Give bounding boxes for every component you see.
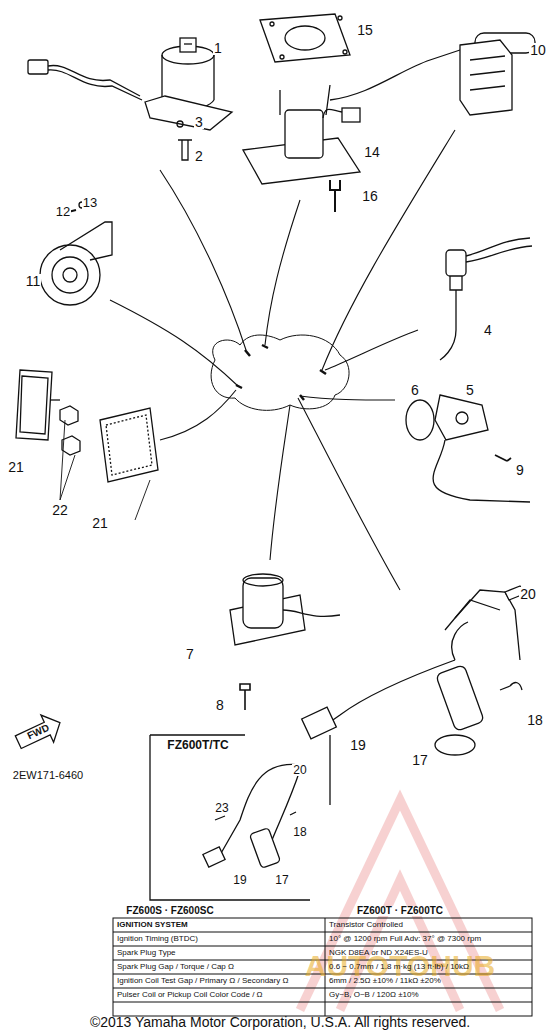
spec-table bbox=[113, 918, 532, 1016]
callout-number: 9 bbox=[515, 463, 525, 477]
table-cell: IGNITION SYSTEM bbox=[117, 921, 188, 929]
leader-lines bbox=[110, 130, 455, 590]
diagram-label: FZ600S · FZ600SC bbox=[125, 906, 214, 916]
callout-number: 20 bbox=[519, 587, 537, 601]
callout-number: 2 bbox=[194, 149, 204, 163]
table-cell: Pulser Coil or Pickup Coil Color Code / … bbox=[117, 991, 263, 999]
callout-number: 6 bbox=[410, 383, 420, 397]
table-cell: Ignition Timing (BTDC) bbox=[117, 935, 198, 943]
table-cell: Gy~B, O~B / 120Ω ±10% bbox=[329, 991, 419, 999]
callout-number: 18 bbox=[292, 826, 307, 838]
table-cell: 10° @ 1200 rpm Full Adv: 37° @ 7300 rpm bbox=[329, 935, 481, 943]
callout-number: 3 bbox=[194, 115, 204, 129]
callout-number: 17 bbox=[274, 874, 289, 886]
callout-number: 16 bbox=[361, 189, 379, 203]
callout-number: 10 bbox=[529, 43, 547, 57]
table-cell: NGK D8EA or ND X24ES-U bbox=[329, 949, 428, 957]
callout-number: 4 bbox=[483, 323, 493, 337]
callout-number: 19 bbox=[349, 738, 367, 752]
callout-number: 13 bbox=[82, 196, 98, 209]
table-cell: 6mm / 2.5Ω ±10% / 11kΩ ±20% bbox=[329, 977, 441, 985]
callout-number: 1 bbox=[213, 41, 223, 55]
callout-number: 14 bbox=[363, 145, 381, 159]
callout-number: 18 bbox=[526, 713, 544, 727]
watermark-logo bbox=[300, 800, 500, 1010]
diagram-label: FZ600T/TC bbox=[166, 739, 229, 751]
table-cell: 0.6 ~ 0.7mm / 1.8 m·kg (13 ft·lb) / 10kΩ bbox=[329, 963, 469, 971]
table-cell: Ignition Coil Test Gap / Primary Ω / Sec… bbox=[117, 977, 288, 985]
callout-number: 21 bbox=[91, 516, 109, 530]
callout-number: 21 bbox=[7, 460, 25, 474]
callout-number: 8 bbox=[215, 698, 225, 712]
callout-number: 23 bbox=[214, 802, 229, 814]
callout-number: 20 bbox=[292, 764, 307, 776]
callout-number: 22 bbox=[51, 503, 69, 517]
table-cell: Spark Plug Gap / Torque / Cap Ω bbox=[117, 963, 234, 971]
callout-number: 15 bbox=[356, 23, 374, 37]
callout-number: 7 bbox=[185, 647, 195, 661]
callout-number: 12 bbox=[55, 205, 71, 218]
diagram-label: FZ600T · FZ600TC bbox=[356, 906, 444, 916]
callout-number: 11 bbox=[25, 274, 42, 288]
callout-number: 19 bbox=[232, 874, 247, 886]
table-cell: Spark Plug Type bbox=[117, 949, 176, 957]
callout-number: 17 bbox=[411, 753, 429, 767]
callout-number: 5 bbox=[465, 383, 475, 397]
copyright-notice: ©2013 Yamaha Motor Corporation, U.S.A. A… bbox=[90, 1015, 470, 1029]
table-cell: Transistor Controlled bbox=[329, 921, 403, 929]
diagram-label: 2EW171-6460 bbox=[12, 770, 84, 781]
